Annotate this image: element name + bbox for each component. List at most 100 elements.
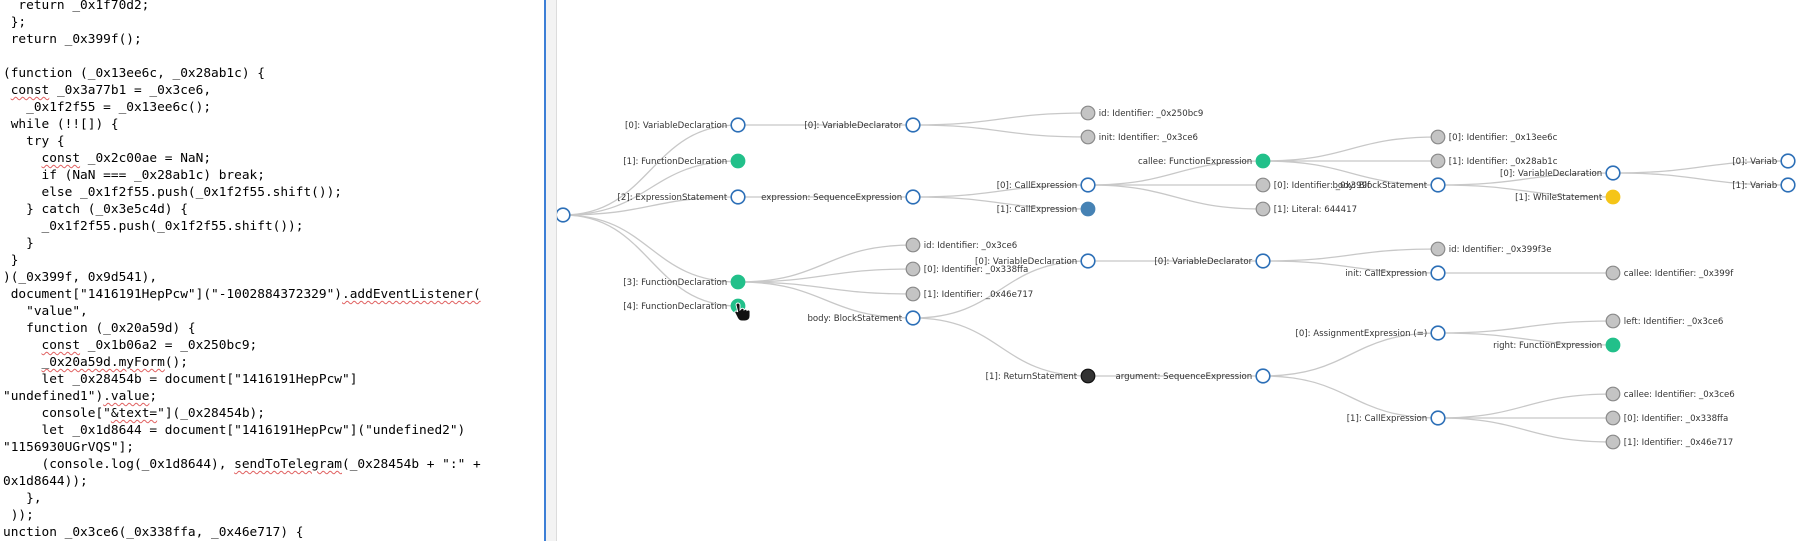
ast-node-circle[interactable] — [1255, 177, 1271, 193]
ast-node-r_seq[interactable]: argument: SequenceExpression — [1115, 368, 1271, 384]
ast-node-b_ret[interactable]: [1]: ReturnStatement — [986, 368, 1096, 384]
code-editor-panel[interactable]: return _0x1f70d2; }; return _0x399f(); (… — [0, 0, 544, 541]
ast-node-circle[interactable] — [905, 310, 921, 326]
ast-node-circle[interactable] — [1605, 265, 1621, 281]
ast-node-circle[interactable] — [1080, 177, 1096, 193]
code-text[interactable]: return _0x1f70d2; }; return _0x399f(); (… — [0, 0, 544, 541]
ast-node-c_a1[interactable]: [1]: Identifier: _0x46e717 — [1605, 434, 1733, 450]
ast-node-circle[interactable] — [1255, 253, 1271, 269]
ast-node-circle[interactable] — [1255, 153, 1271, 169]
code-token: _0x2c00ae = NaN; — [80, 151, 212, 166]
ast-node-circle[interactable] — [905, 286, 921, 302]
ast-node-circle[interactable] — [1605, 434, 1621, 450]
ast-node-circle[interactable] — [1430, 153, 1446, 169]
ast-node-circle[interactable] — [1605, 410, 1621, 426]
ast-node-circle[interactable] — [730, 189, 746, 205]
ast-node-circle[interactable] — [1255, 368, 1271, 384]
ast-node-b_vdr_init[interactable]: init: CallExpression — [1345, 265, 1446, 281]
ast-node-circle[interactable] — [1605, 165, 1621, 181]
code-line: if (NaN === _0x28ab1c) break; — [3, 167, 544, 184]
ast-node-circle[interactable] — [1255, 201, 1271, 217]
ast-node-c_a0[interactable]: [0]: Identifier: _0x338ffa — [1605, 410, 1728, 426]
ast-node-a_left[interactable]: left: Identifier: _0x3ce6 — [1605, 313, 1723, 329]
ast-node-circle[interactable] — [1430, 325, 1446, 341]
ast-node-circle[interactable] — [1430, 177, 1446, 193]
code-token-flagged: const — [41, 338, 81, 353]
ast-node-circle[interactable] — [905, 189, 921, 205]
ast-node-f3_p0[interactable]: [0]: Identifier: _0x338ffa — [905, 261, 1028, 277]
ast-node-callee_fe[interactable]: callee: FunctionExpression — [1138, 153, 1271, 169]
ast-node-fb_vd[interactable]: [0]: VariableDeclaration — [1500, 165, 1621, 181]
ast-node-p3[interactable]: [3]: FunctionDeclaration — [623, 274, 746, 290]
ast-node-seq[interactable]: expression: SequenceExpression — [761, 189, 921, 205]
code-token: else _0x1f2f55.push(_0x1f2f55.shift()); — [3, 185, 342, 200]
tree-nodes[interactable]: Program [0]: VariableDeclaration [1]: Func… — [557, 105, 1796, 450]
ast-node-f3_id[interactable]: id: Identifier: _0x3ce6 — [905, 237, 1017, 253]
ast-node-program[interactable]: Program — [557, 207, 571, 223]
ast-node-b_vdr_callee[interactable]: callee: Identifier: _0x399f — [1605, 265, 1734, 281]
ast-node-fe_p0[interactable]: [0]: Identifier: _0x13ee6c — [1430, 129, 1558, 145]
ast-node-circle[interactable] — [905, 117, 921, 133]
ast-node-f3_p1[interactable]: [1]: Identifier: _0x46e717 — [905, 286, 1033, 302]
ast-node-circle[interactable] — [557, 207, 571, 223]
code-token: try { — [3, 134, 65, 149]
ast-tree-graph[interactable]: Program [0]: VariableDeclaration [1]: Func… — [557, 0, 1820, 541]
ast-node-circle[interactable] — [730, 274, 746, 290]
ast-node-circle[interactable] — [1080, 368, 1096, 384]
ast-node-a_right[interactable]: right: FunctionExpression — [1493, 337, 1621, 353]
ast-node-f3_body[interactable]: body: BlockStatement — [807, 310, 921, 326]
ast-node-circle[interactable] — [1430, 241, 1446, 257]
ast-node-circle[interactable] — [730, 153, 746, 169]
ast-node-label: [1]: Identifier: _0x46e717 — [924, 290, 1033, 300]
ast-node-circle[interactable] — [905, 237, 921, 253]
ast-node-b_vdr[interactable]: [0]: VariableDeclarator — [1154, 253, 1271, 269]
code-line: )); — [3, 507, 544, 524]
ast-node-label: [1]: CallExpression — [997, 205, 1077, 215]
ast-node-vd0init[interactable]: init: Identifier: _0x3ce6 — [1080, 129, 1198, 145]
ast-node-circle[interactable] — [1605, 313, 1621, 329]
ast-node-fe_p1[interactable]: [1]: Identifier: _0x28ab1c — [1430, 153, 1558, 169]
ast-node-circle[interactable] — [1430, 129, 1446, 145]
code-token — [3, 338, 42, 353]
ast-tree-view[interactable]: Program [0]: VariableDeclaration [1]: Func… — [557, 0, 1820, 541]
ast-node-circle[interactable] — [1780, 153, 1796, 169]
ast-node-arg_id[interactable]: [0]: Identifier: _0x399f — [1255, 177, 1371, 193]
ast-node-circle[interactable] — [1605, 189, 1621, 205]
ast-node-p4[interactable]: [4]: FunctionDeclaration — [623, 298, 746, 314]
ast-node-fb_vd_b[interactable]: [1]: Variab — [1732, 177, 1796, 193]
ast-node-fb_while[interactable]: [1]: WhileStatement — [1515, 189, 1621, 205]
ast-node-circle[interactable] — [1605, 386, 1621, 402]
ast-node-c_callee[interactable]: callee: Identifier: _0x3ce6 — [1605, 386, 1735, 402]
ast-node-call1[interactable]: [1]: CallExpression — [997, 201, 1096, 217]
code-token: ; — [149, 389, 158, 404]
ast-node-circle[interactable] — [905, 261, 921, 277]
ast-node-label: [1]: Variab — [1732, 181, 1777, 191]
ast-node-circle[interactable] — [1430, 410, 1446, 426]
ast-node-p0[interactable]: [0]: VariableDeclaration — [625, 117, 746, 133]
ast-node-circle[interactable] — [1605, 337, 1621, 353]
ast-node-r_call[interactable]: [1]: CallExpression — [1347, 410, 1446, 426]
ast-node-arg_lit[interactable]: [1]: Literal: 644417 — [1255, 201, 1357, 217]
ast-node-circle[interactable] — [1430, 265, 1446, 281]
ast-node-fe_body[interactable]: body: BlockStatement — [1332, 177, 1446, 193]
ast-node-circle[interactable] — [730, 117, 746, 133]
ast-node-fb_vd_a[interactable]: [0]: Variab — [1732, 153, 1796, 169]
ast-node-r_assign[interactable]: [0]: AssignmentExpression (=) — [1296, 325, 1446, 341]
panel-splitter[interactable] — [544, 0, 546, 541]
code-token: (function (_0x13ee6c, _0x28ab1c) { — [3, 66, 265, 81]
ast-node-p1[interactable]: [1]: FunctionDeclaration — [623, 153, 746, 169]
ast-node-circle[interactable] — [1080, 253, 1096, 269]
ast-node-circle[interactable] — [1080, 201, 1096, 217]
ast-node-p2[interactable]: [2]: ExpressionStatement — [618, 189, 746, 205]
ast-node-label: [0]: VariableDeclarator — [1154, 257, 1252, 267]
ast-node-b_vdr_id[interactable]: id: Identifier: _0x399f3e — [1430, 241, 1552, 257]
ast-node-call0[interactable]: [0]: CallExpression — [997, 177, 1096, 193]
ast-node-b_vd[interactable]: [0]: VariableDeclaration — [975, 253, 1096, 269]
ast-node-circle[interactable] — [1080, 129, 1096, 145]
ast-node-circle[interactable] — [1780, 177, 1796, 193]
ast-node-circle[interactable] — [1080, 105, 1096, 121]
ast-node-vd0id[interactable]: id: Identifier: _0x250bc9 — [1080, 105, 1203, 121]
code-token: "value", — [3, 304, 88, 319]
ast-node-vd0[interactable]: [0]: VariableDeclarator — [804, 117, 921, 133]
tree-link — [562, 160, 739, 216]
